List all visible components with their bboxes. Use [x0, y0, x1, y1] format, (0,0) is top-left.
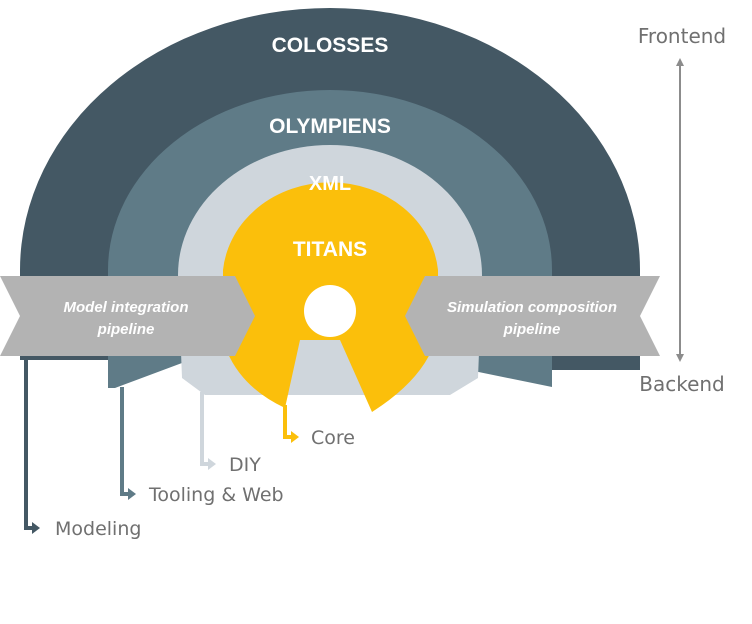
simulation-composition-label-line2: pipeline [503, 321, 561, 338]
diy-connector [200, 392, 216, 470]
tooling-layer-label: Tooling & Web [148, 484, 284, 506]
frontend-label: Frontend [638, 24, 726, 48]
simulation-composition-pipeline [405, 276, 660, 356]
modeling-connector [24, 356, 40, 534]
simulation-composition-label-line1: Simulation composition [447, 299, 617, 316]
model-integration-label-line2: pipeline [97, 321, 155, 338]
diy-layer-label: DIY [229, 454, 261, 476]
tooling-connector [120, 387, 136, 500]
modeling-layer-label: Modeling [55, 518, 141, 540]
colosses-label: COLOSSES [272, 34, 389, 57]
titans-label: TITANS [293, 238, 367, 261]
core-layer-label: Core [311, 427, 355, 449]
xml-label: XML [309, 173, 351, 195]
model-integration-pipeline [0, 276, 255, 356]
model-integration-label-line1: Model integration [64, 299, 189, 316]
core-connector [283, 405, 299, 443]
olympiens-label: OLYMPIENS [269, 115, 391, 138]
keyhole [304, 285, 356, 337]
backend-label: Backend [639, 372, 725, 396]
